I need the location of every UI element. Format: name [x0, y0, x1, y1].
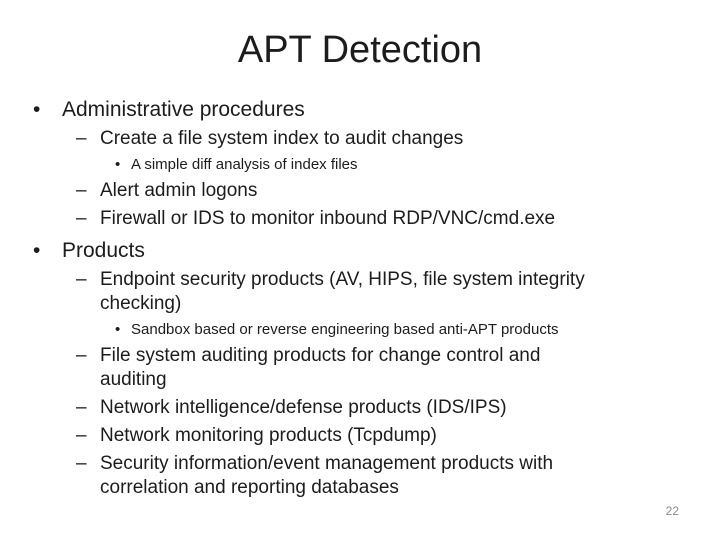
bullet-item: –Create a file system index to audit cha… [0, 127, 668, 151]
bullet-item: –Network monitoring products (Tcpdump) [0, 424, 668, 448]
bullet-item: –Firewall or IDS to monitor inbound RDP/… [0, 207, 668, 231]
page-number: 22 [665, 504, 679, 518]
bullet-text: Administrative procedures [62, 98, 305, 121]
bullet-text: Security information/event management pr… [100, 453, 554, 498]
dash-marker: – [76, 425, 87, 446]
bullet-text: Alert admin logons [100, 180, 258, 201]
bullet-text: Network intelligence/defense products (I… [100, 397, 507, 418]
bullet-item: –Network intelligence/defense products (… [0, 396, 668, 420]
dash-marker: – [76, 397, 87, 418]
bullet-marker: • [33, 98, 41, 121]
bullet-text: Sandbox based or reverse engineering bas… [131, 321, 559, 338]
bullet-item: –Alert admin logons [0, 179, 668, 203]
dash-marker: – [76, 208, 87, 229]
slide-title: APT Detection [237, 29, 483, 71]
bullet-text: Endpoint security products (AV, HIPS, fi… [100, 269, 585, 314]
dash-marker: – [76, 269, 87, 290]
bullet-marker: • [33, 239, 41, 262]
bullet-marker: • [115, 156, 121, 173]
dash-marker: – [76, 453, 87, 474]
dash-marker: – [76, 128, 87, 149]
bullet-item: • A simple diff analysis of index files [0, 154, 668, 175]
bullet-text: File system auditing products for change… [100, 345, 541, 390]
bullet-marker: • [115, 321, 121, 338]
bullet-item: • Administrative procedures [0, 97, 668, 123]
bullet-item: • Products [0, 238, 668, 264]
dash-marker: – [76, 345, 87, 366]
bullet-text: A simple diff analysis of index files [131, 156, 358, 173]
bullet-text: Network monitoring products (Tcpdump) [100, 425, 437, 446]
bullet-item: –File system auditing products for chang… [0, 344, 668, 392]
bullet-text: Firewall or IDS to monitor inbound RDP/V… [100, 208, 556, 229]
bullet-item: • Sandbox based or reverse engineering ba… [0, 319, 668, 340]
dash-marker: – [76, 180, 87, 201]
bullet-item: –Security information/event management p… [0, 452, 668, 500]
bullet-item: –Endpoint security products (AV, HIPS, f… [0, 268, 668, 316]
bullet-list: •Administrative procedures–Create a file… [0, 90, 720, 500]
bullet-text: Products [62, 239, 145, 262]
bullet-text: Create a file system index to audit chan… [100, 128, 464, 149]
